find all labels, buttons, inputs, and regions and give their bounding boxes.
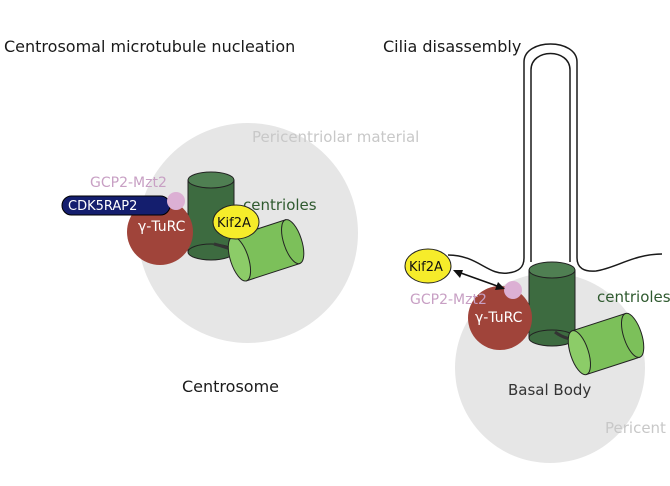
left-caption: Centrosome bbox=[182, 377, 279, 396]
right-gcp2-dot bbox=[504, 281, 522, 299]
right-kif2a-label: Kif2A bbox=[409, 260, 443, 275]
right-centrioles-label: centrioles bbox=[597, 288, 670, 306]
left-cdk5rap2-label: CDK5RAP2 bbox=[68, 199, 137, 214]
right-kif2a-badge bbox=[404, 248, 452, 284]
left-kif2a-label: Kif2A bbox=[217, 216, 251, 231]
right-gturc-circle bbox=[468, 286, 532, 350]
left-title: Centrosomal microtubule nucleation bbox=[4, 37, 295, 56]
right-gturc-label: γ-TuRC bbox=[475, 310, 523, 326]
cilium bbox=[447, 43, 663, 274]
right-gcp2-label: GCP2-Mzt2 bbox=[410, 292, 487, 308]
left-gcp2-label: GCP2-Mzt2 bbox=[90, 175, 167, 191]
left-gcp2-dot bbox=[167, 192, 185, 210]
right-pcm-label: Pericent bbox=[605, 419, 666, 437]
left-gturc-label: γ-TuRC bbox=[138, 219, 186, 235]
right-title: Cilia disassembly bbox=[383, 37, 521, 56]
double-arrow-icon bbox=[453, 270, 505, 290]
right-centriole-vertical bbox=[528, 261, 576, 347]
left-pcm-label: Pericentriolar material bbox=[252, 128, 419, 146]
right-centriole-tilted bbox=[567, 312, 645, 376]
left-kif2a-badge bbox=[212, 204, 260, 240]
left-centrioles-label: centrioles bbox=[243, 196, 317, 214]
basal-body-label: Basal Body bbox=[508, 381, 591, 399]
